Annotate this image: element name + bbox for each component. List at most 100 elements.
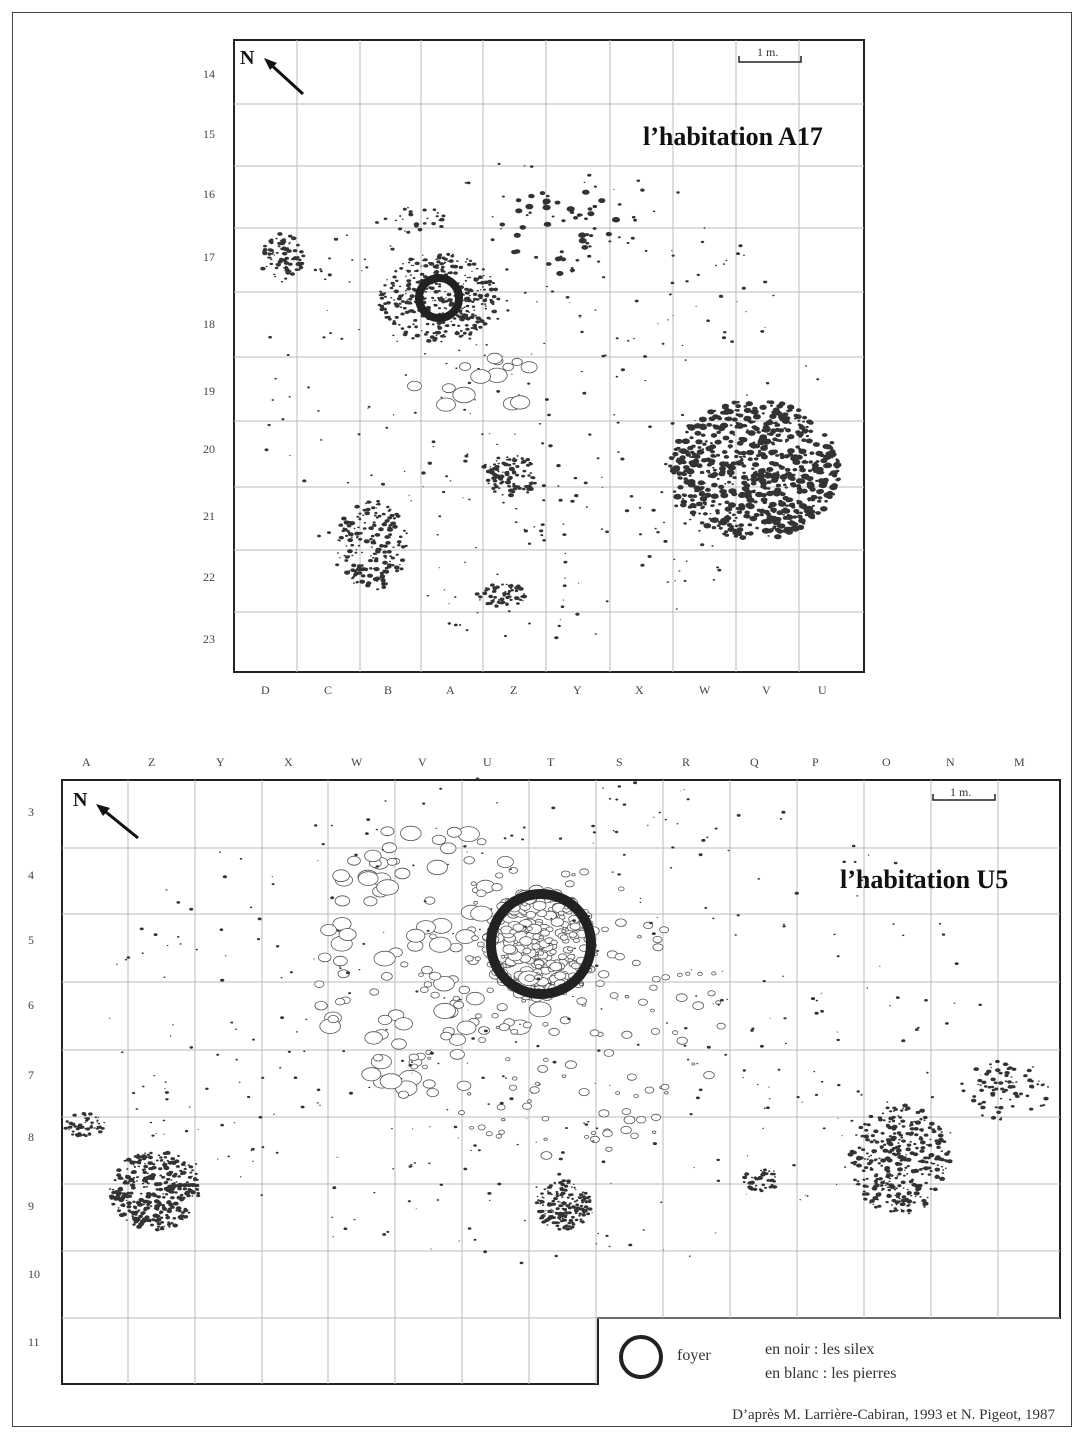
- flint-mark: [940, 1165, 944, 1168]
- flint-mark: [197, 1194, 200, 1197]
- flint-mark: [767, 505, 773, 509]
- flint-mark: [721, 403, 730, 409]
- flint-mark: [234, 1028, 237, 1030]
- flint-mark: [797, 419, 801, 422]
- stone-mark: [449, 942, 463, 953]
- flint-mark: [516, 1143, 519, 1146]
- flint-mark: [493, 490, 497, 493]
- flint-mark: [489, 466, 492, 468]
- flint-mark: [406, 269, 411, 273]
- flint-mark: [352, 582, 355, 584]
- flint-mark: [697, 480, 705, 486]
- stone-mark: [672, 1030, 679, 1035]
- flint-mark: [688, 1255, 691, 1257]
- flint-mark: [478, 293, 481, 295]
- flint-mark: [296, 1031, 298, 1033]
- flint-mark: [522, 487, 526, 491]
- flint-mark: [488, 1199, 491, 1201]
- flint-mark: [108, 1194, 115, 1199]
- flint-mark: [528, 622, 531, 625]
- flint-mark: [482, 298, 488, 303]
- flint-mark: [556, 260, 558, 262]
- flint-mark: [699, 521, 705, 525]
- map-a17-border: [233, 39, 865, 673]
- flint-mark: [691, 452, 696, 456]
- flint-mark: [701, 458, 708, 463]
- stone-mark: [440, 1031, 453, 1041]
- flint-mark: [594, 633, 597, 635]
- flint-mark: [506, 309, 510, 312]
- flint-mark: [990, 1066, 992, 1068]
- stone-mark: [338, 928, 357, 941]
- flint-mark: [396, 540, 402, 544]
- flint-mark: [586, 1212, 591, 1216]
- flint-mark: [779, 452, 785, 457]
- flint-mark: [554, 1211, 559, 1215]
- flint-mark: [466, 851, 468, 853]
- flint-mark: [700, 240, 705, 244]
- flint-mark: [191, 1169, 195, 1172]
- flint-mark: [574, 1218, 579, 1222]
- flint-mark: [865, 1185, 869, 1188]
- flint-mark: [285, 271, 291, 275]
- flint-mark: [515, 485, 521, 489]
- flint-mark: [1046, 1086, 1050, 1088]
- row-label: 5: [28, 933, 34, 947]
- flint-mark: [919, 1140, 926, 1145]
- flint-mark: [888, 1120, 891, 1123]
- flint-mark: [499, 481, 503, 485]
- flint-mark: [715, 264, 718, 267]
- flint-mark: [588, 1199, 592, 1202]
- flint-mark: [561, 1217, 565, 1220]
- flint-mark: [365, 507, 371, 512]
- flint-mark: [706, 319, 710, 323]
- flint-mark: [616, 421, 620, 424]
- flint-mark: [84, 1128, 87, 1130]
- flint-mark: [347, 538, 354, 543]
- flint-mark: [167, 1174, 171, 1177]
- flint-mark: [707, 409, 715, 415]
- flint-mark: [375, 507, 378, 509]
- flint-mark: [383, 217, 388, 221]
- flint-mark: [528, 461, 532, 465]
- flint-mark: [761, 412, 765, 415]
- flint-mark: [868, 1114, 874, 1119]
- flint-mark: [1036, 1083, 1040, 1086]
- row-label: 4: [28, 868, 34, 882]
- flint-mark: [398, 535, 403, 539]
- flint-mark: [540, 1192, 544, 1195]
- flint-mark: [447, 254, 450, 257]
- flint-mark: [383, 284, 387, 287]
- flint-mark: [689, 482, 692, 485]
- flint-mark: [456, 260, 459, 262]
- flint-mark: [511, 373, 513, 375]
- flint-mark: [664, 462, 668, 466]
- stone-mark: [491, 1012, 499, 1019]
- flint-mark: [116, 1191, 122, 1195]
- flint-mark: [383, 311, 389, 315]
- flint-mark: [712, 424, 717, 428]
- flint-mark: [370, 534, 375, 538]
- flint-mark: [724, 464, 727, 466]
- flint-mark: [319, 1104, 321, 1106]
- flint-mark: [756, 1083, 759, 1086]
- stone-mark: [379, 1073, 403, 1090]
- flint-mark: [381, 848, 384, 851]
- flint-mark: [639, 897, 642, 899]
- flint-mark: [412, 1166, 414, 1167]
- flint-mark: [770, 1172, 774, 1176]
- stone-mark: [440, 842, 457, 855]
- flint-mark: [399, 558, 406, 562]
- flint-mark: [545, 262, 552, 266]
- flint-mark: [555, 1190, 559, 1193]
- flint-mark: [463, 459, 468, 463]
- flint-mark: [330, 896, 335, 900]
- flint-mark: [686, 469, 689, 472]
- flint-mark: [163, 1165, 170, 1171]
- flint-mark: [409, 274, 413, 276]
- flint-mark: [784, 529, 788, 533]
- flint-mark: [624, 509, 630, 513]
- flint-mark: [142, 1186, 146, 1188]
- flint-mark: [546, 1187, 549, 1189]
- flint-mark: [560, 257, 567, 262]
